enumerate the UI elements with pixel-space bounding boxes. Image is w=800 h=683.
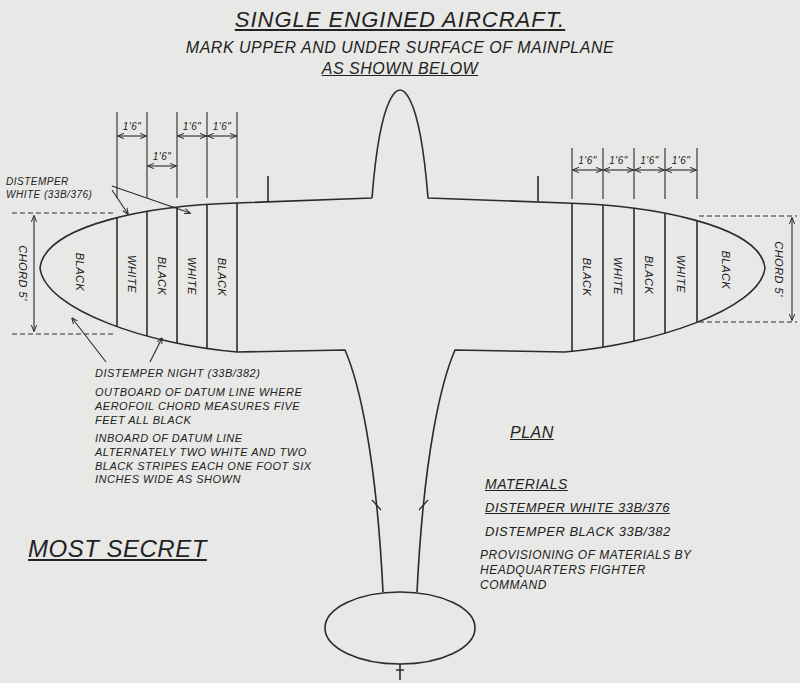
stripe-label: BLACK	[156, 257, 168, 296]
note: INBOARD OF DATUM LINE ALTERNATELY TWO WH…	[95, 432, 320, 487]
dimension-label: 1'6"	[609, 155, 628, 168]
fuselage-ticks	[372, 500, 428, 510]
chord-datum-lines	[12, 213, 797, 334]
stripe-band: BLACK	[149, 236, 175, 316]
dimension-label: 1'6"	[578, 155, 597, 168]
dimension-label: 1'6"	[153, 151, 172, 164]
dimension-label: 1'6"	[640, 155, 659, 168]
stripe-band: BLACK	[67, 232, 93, 312]
stripe-band: BLACK	[574, 237, 600, 317]
material-callout: DISTEMPER NIGHT (33B/382)	[95, 367, 260, 381]
stripe-label: BLACK	[643, 256, 655, 295]
tailplane	[325, 592, 475, 664]
dimension-label: 1'6"	[672, 155, 691, 168]
stripe-lines	[117, 150, 697, 400]
extension-lines	[117, 112, 697, 199]
stripe-label: WHITE	[186, 257, 198, 295]
note: PROVISIONING OF MATERIALS BY HEADQUARTER…	[480, 548, 715, 593]
stripe-label: WHITE	[126, 255, 138, 293]
instruction: MARK UPPER AND UNDER SURFACE OF MAINPLAN…	[186, 38, 614, 58]
material-item: DISTEMPER WHITE 33B/376	[485, 500, 670, 516]
wing-ticks	[268, 176, 538, 201]
material-item: DISTEMPER BLACK 33B/382	[485, 524, 671, 540]
rudder	[396, 664, 404, 680]
instruction: AS SHOWN BELOW	[322, 59, 478, 79]
dimension-label: 1'6"	[123, 121, 142, 134]
material-callout: DISTEMPER WHITE (33B/376)	[6, 176, 106, 201]
security-marking: MOST SECRET	[28, 534, 207, 564]
aircraft-outline	[40, 90, 765, 592]
dimension-label: 1'6"	[183, 121, 202, 134]
stripe-label: BLACK	[74, 253, 86, 292]
stripe-label: BLACK	[581, 258, 593, 297]
dimension-label: 1'6"	[213, 121, 232, 134]
view-label: PLAN	[510, 423, 554, 443]
stripe-label: BLACK	[216, 258, 228, 297]
stripe-band: BLACK	[713, 230, 739, 310]
dimension-label: CHORD 5'	[771, 241, 785, 297]
leader-lines	[72, 186, 190, 362]
stripe-band: BLACK	[209, 237, 235, 317]
stripe-band: BLACK	[636, 235, 662, 315]
stripe-label: WHITE	[612, 257, 624, 295]
dimension-label: CHORD 5'	[15, 245, 29, 301]
stripe-band: WHITE	[605, 236, 631, 316]
heading: MATERIALS	[485, 476, 568, 494]
stripe-label: WHITE	[675, 255, 687, 293]
dimension-lines	[34, 136, 792, 331]
stripe-label: BLACK	[720, 251, 732, 290]
stripe-band: WHITE	[179, 236, 205, 316]
note: OUTBOARD OF DATUM LINE WHERE AEROFOIL CH…	[95, 386, 320, 427]
title: SINGLE ENGINED AIRCRAFT.	[235, 6, 565, 34]
stripe-band: WHITE	[668, 234, 694, 314]
stripe-band: WHITE	[119, 234, 145, 314]
